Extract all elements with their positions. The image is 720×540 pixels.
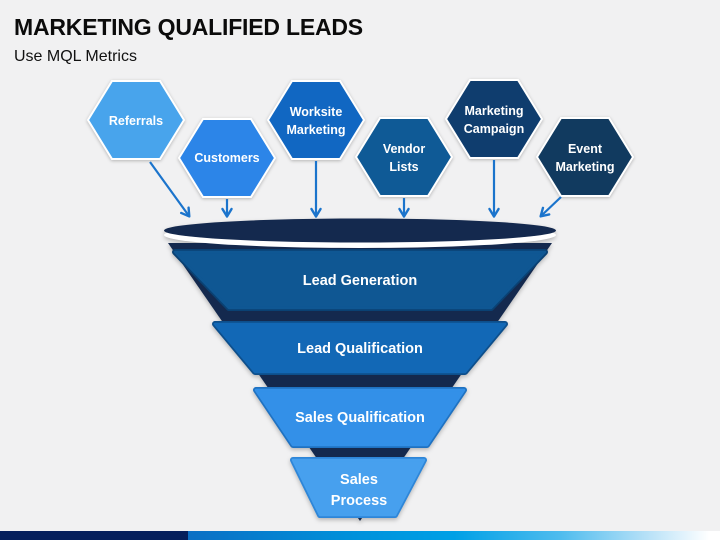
hexagon-label-vendor-1: Vendor	[383, 142, 426, 156]
flow-arrow-referrals	[149, 161, 191, 218]
hexagon-label-event-2: Marketing	[555, 160, 614, 174]
flow-arrow-event-marketing	[539, 196, 562, 218]
hexagon-referrals	[86, 80, 186, 160]
page-subtitle: Use MQL Metrics	[14, 48, 137, 65]
stage-label-sales-qualification: Sales Qualification	[295, 410, 425, 426]
hexagon-label-vendor-2: Lists	[389, 160, 418, 174]
hexagon-label-event-1: Event	[568, 142, 603, 156]
hexagon-marketing-campaign	[444, 79, 544, 159]
hexagon-customers	[177, 118, 277, 198]
hexagon-worksite-marketing	[266, 80, 366, 160]
hexagon-label-worksite-1: Worksite	[290, 105, 343, 119]
hexagon-label-campaign-2: Campaign	[464, 122, 524, 136]
funnel-stage-lead-qualification	[213, 322, 507, 374]
funnel-stage-sales-qualification	[254, 388, 466, 447]
footer-bar-gradient	[188, 531, 720, 540]
funnel-stage-sales-process	[291, 458, 426, 517]
stage-label-sales-process-2: Process	[331, 493, 387, 509]
hexagon-vendor-lists	[354, 117, 454, 197]
funnel-back	[168, 243, 552, 521]
hexagon-event-marketing	[535, 117, 635, 197]
stage-label-lead-generation: Lead Generation	[303, 273, 417, 289]
stage-label-lead-qualification: Lead Qualification	[297, 341, 423, 357]
hexagon-label-referrals: Referrals	[109, 114, 163, 128]
funnel-stage-lead-generation	[173, 250, 547, 310]
stage-label-sales-process-1: Sales	[340, 472, 378, 488]
footer-bar-navy	[0, 531, 188, 540]
funnel-mouth	[164, 218, 556, 243]
hexagon-label-customers: Customers	[194, 151, 259, 165]
hexagon-label-campaign-1: Marketing	[464, 104, 523, 118]
page-title: MARKETING QUALIFIED LEADS	[14, 14, 363, 40]
hexagon-label-worksite-2: Marketing	[286, 123, 345, 137]
